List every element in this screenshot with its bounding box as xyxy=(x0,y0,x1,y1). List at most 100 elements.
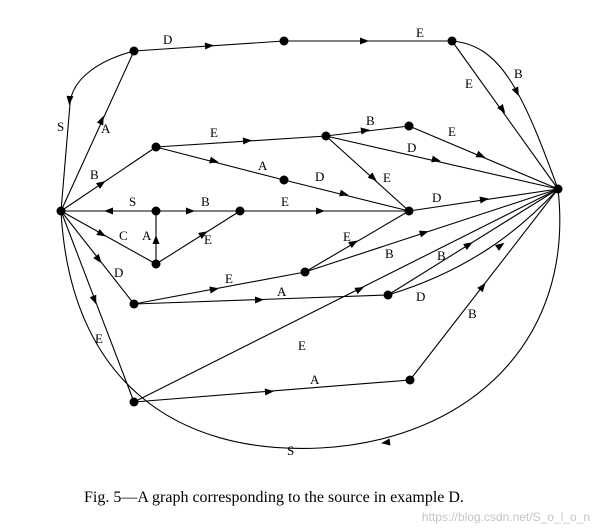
arrow-o-f-b xyxy=(463,242,473,250)
arrow-s-k xyxy=(96,228,106,237)
arrow-s-p xyxy=(89,294,97,305)
label-h-f: E xyxy=(448,124,456,139)
edge-b-g xyxy=(155,135,327,148)
label-g-n: E xyxy=(383,170,391,185)
node-n xyxy=(404,206,414,216)
arrow-k-j xyxy=(198,231,208,239)
edge-h-f xyxy=(408,125,559,190)
edge-e-f-curve xyxy=(451,40,559,190)
node-k xyxy=(151,259,161,269)
arrow-l-o xyxy=(254,296,264,304)
arrow-p-f xyxy=(354,286,365,295)
arrow-j-n xyxy=(316,207,325,215)
edge-b-i xyxy=(155,146,285,181)
arrow-e-f-curve xyxy=(511,86,519,97)
edge-i-n xyxy=(283,179,410,212)
label-s-k: C xyxy=(119,228,128,243)
node-d xyxy=(279,36,289,46)
node-o xyxy=(383,290,393,300)
edge-labels: D E E B A S B E B E D E A D D S B E C A … xyxy=(57,25,523,458)
label-g-h: B xyxy=(366,113,375,128)
label-s-p: E xyxy=(95,331,103,346)
arrow-m-f xyxy=(418,230,429,238)
node-a xyxy=(129,46,139,56)
label-o-f-d: D xyxy=(416,289,425,304)
node-h xyxy=(404,121,414,131)
edge-f-s-bottom xyxy=(60,188,561,449)
edge-p-f xyxy=(133,188,559,403)
arrow-e-f xyxy=(497,103,506,114)
arrow-m-n xyxy=(348,240,358,249)
node-c xyxy=(151,206,161,216)
arrow-s-b xyxy=(96,180,106,189)
label-g-f: D xyxy=(407,140,416,155)
label-s-a: A xyxy=(101,121,111,136)
edge-s-b xyxy=(60,146,157,212)
label-k-j: E xyxy=(204,232,212,247)
label-m-n: E xyxy=(343,229,351,244)
arrowheads xyxy=(66,37,519,446)
arrow-s-a xyxy=(96,115,104,126)
arrow-i-n xyxy=(339,189,349,197)
arrow-k-c xyxy=(152,235,160,244)
label-p-q: A xyxy=(310,372,320,387)
edge-m-n xyxy=(304,210,410,273)
node-q xyxy=(405,375,415,385)
node-p xyxy=(129,397,139,407)
arrow-g-n xyxy=(367,172,377,182)
node-j xyxy=(235,206,245,216)
label-f-s-bottom: S xyxy=(287,443,294,458)
arrow-d-e xyxy=(360,37,369,45)
label-p-f: E xyxy=(298,338,306,353)
edge-m-f xyxy=(304,188,559,273)
node-f xyxy=(553,184,563,194)
label-c-j: B xyxy=(201,194,210,209)
arrow-c-s xyxy=(104,207,113,215)
node-m xyxy=(300,267,310,277)
label-a-d: D xyxy=(163,32,172,47)
edge-g-f xyxy=(325,135,559,190)
label-e-f: E xyxy=(465,76,473,91)
node-g xyxy=(321,131,331,141)
label-e-f-b: B xyxy=(514,66,523,81)
edge-l-m xyxy=(133,271,306,305)
label-n-f: D xyxy=(432,190,441,205)
arrow-p-q xyxy=(264,388,274,396)
label-d-e: E xyxy=(416,25,424,40)
label-l-o: A xyxy=(277,284,287,299)
label-k-c: A xyxy=(142,228,152,243)
arrow-b-i xyxy=(209,156,219,164)
arrow-g-f xyxy=(431,155,441,163)
arrow-q-f xyxy=(477,282,486,293)
arrow-l-m xyxy=(209,286,219,294)
edge-o-f-d xyxy=(387,188,559,296)
node-e xyxy=(447,36,457,46)
arrow-b-g xyxy=(242,137,252,145)
edge-o-f-b xyxy=(387,188,559,296)
arrow-c-j xyxy=(186,207,195,215)
label-i-n: D xyxy=(315,169,324,184)
watermark: https://blog.csdn.net/S_o_l_o_n xyxy=(422,510,590,524)
arrow-a-d xyxy=(204,42,214,50)
edge-g-n xyxy=(325,135,410,212)
node-l xyxy=(129,299,139,309)
label-m-f: B xyxy=(385,246,394,261)
node-i xyxy=(279,175,289,185)
nodes xyxy=(56,36,563,407)
node-s xyxy=(56,206,66,216)
arrow-s-l xyxy=(93,253,102,264)
edge-s-k xyxy=(60,210,157,265)
edge-e-f xyxy=(451,40,559,190)
arrow-o-f-d xyxy=(494,242,505,251)
edges xyxy=(60,40,561,449)
arrow-n-f xyxy=(479,196,489,204)
label-s-l: D xyxy=(114,265,123,280)
label-j-n: E xyxy=(281,194,289,209)
label-s-loop: S xyxy=(57,119,64,134)
edge-s-p xyxy=(60,210,135,403)
label-o-f-b: B xyxy=(437,248,446,263)
label-q-f: B xyxy=(468,306,477,321)
edge-s-a xyxy=(60,50,135,212)
label-b-g: E xyxy=(210,125,218,140)
